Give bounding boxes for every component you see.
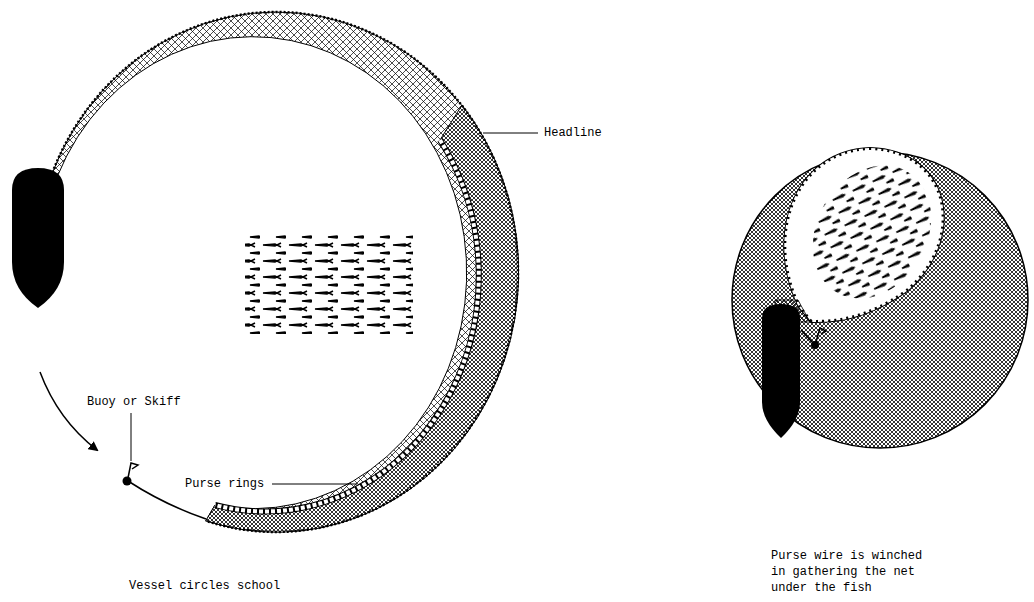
part-label: Purse rings xyxy=(184,476,265,492)
vessel xyxy=(762,304,800,438)
seine-net xyxy=(44,12,518,532)
fish-school xyxy=(245,234,413,334)
caption-label: Purse wire is winched in gathering the n… xyxy=(770,548,930,596)
buoy xyxy=(811,341,819,349)
purse-line xyxy=(801,330,814,344)
headline-rope xyxy=(44,12,518,532)
vessel xyxy=(12,168,64,308)
part-label: Headline xyxy=(543,125,603,141)
leader-line xyxy=(272,484,357,485)
fish-school xyxy=(789,144,954,320)
buoy-flag xyxy=(816,328,826,342)
seine-net-dense xyxy=(206,105,519,532)
leader-line xyxy=(483,133,538,134)
part-label: Buoy or Skiff xyxy=(86,394,182,410)
buoy xyxy=(123,477,132,486)
purse-rings xyxy=(215,140,479,511)
purse-rings xyxy=(215,140,479,511)
buoy-flag xyxy=(128,463,138,478)
course-arrow xyxy=(40,372,97,450)
caption-label: Vessel circles school xyxy=(128,578,281,594)
leader-line xyxy=(131,413,132,461)
